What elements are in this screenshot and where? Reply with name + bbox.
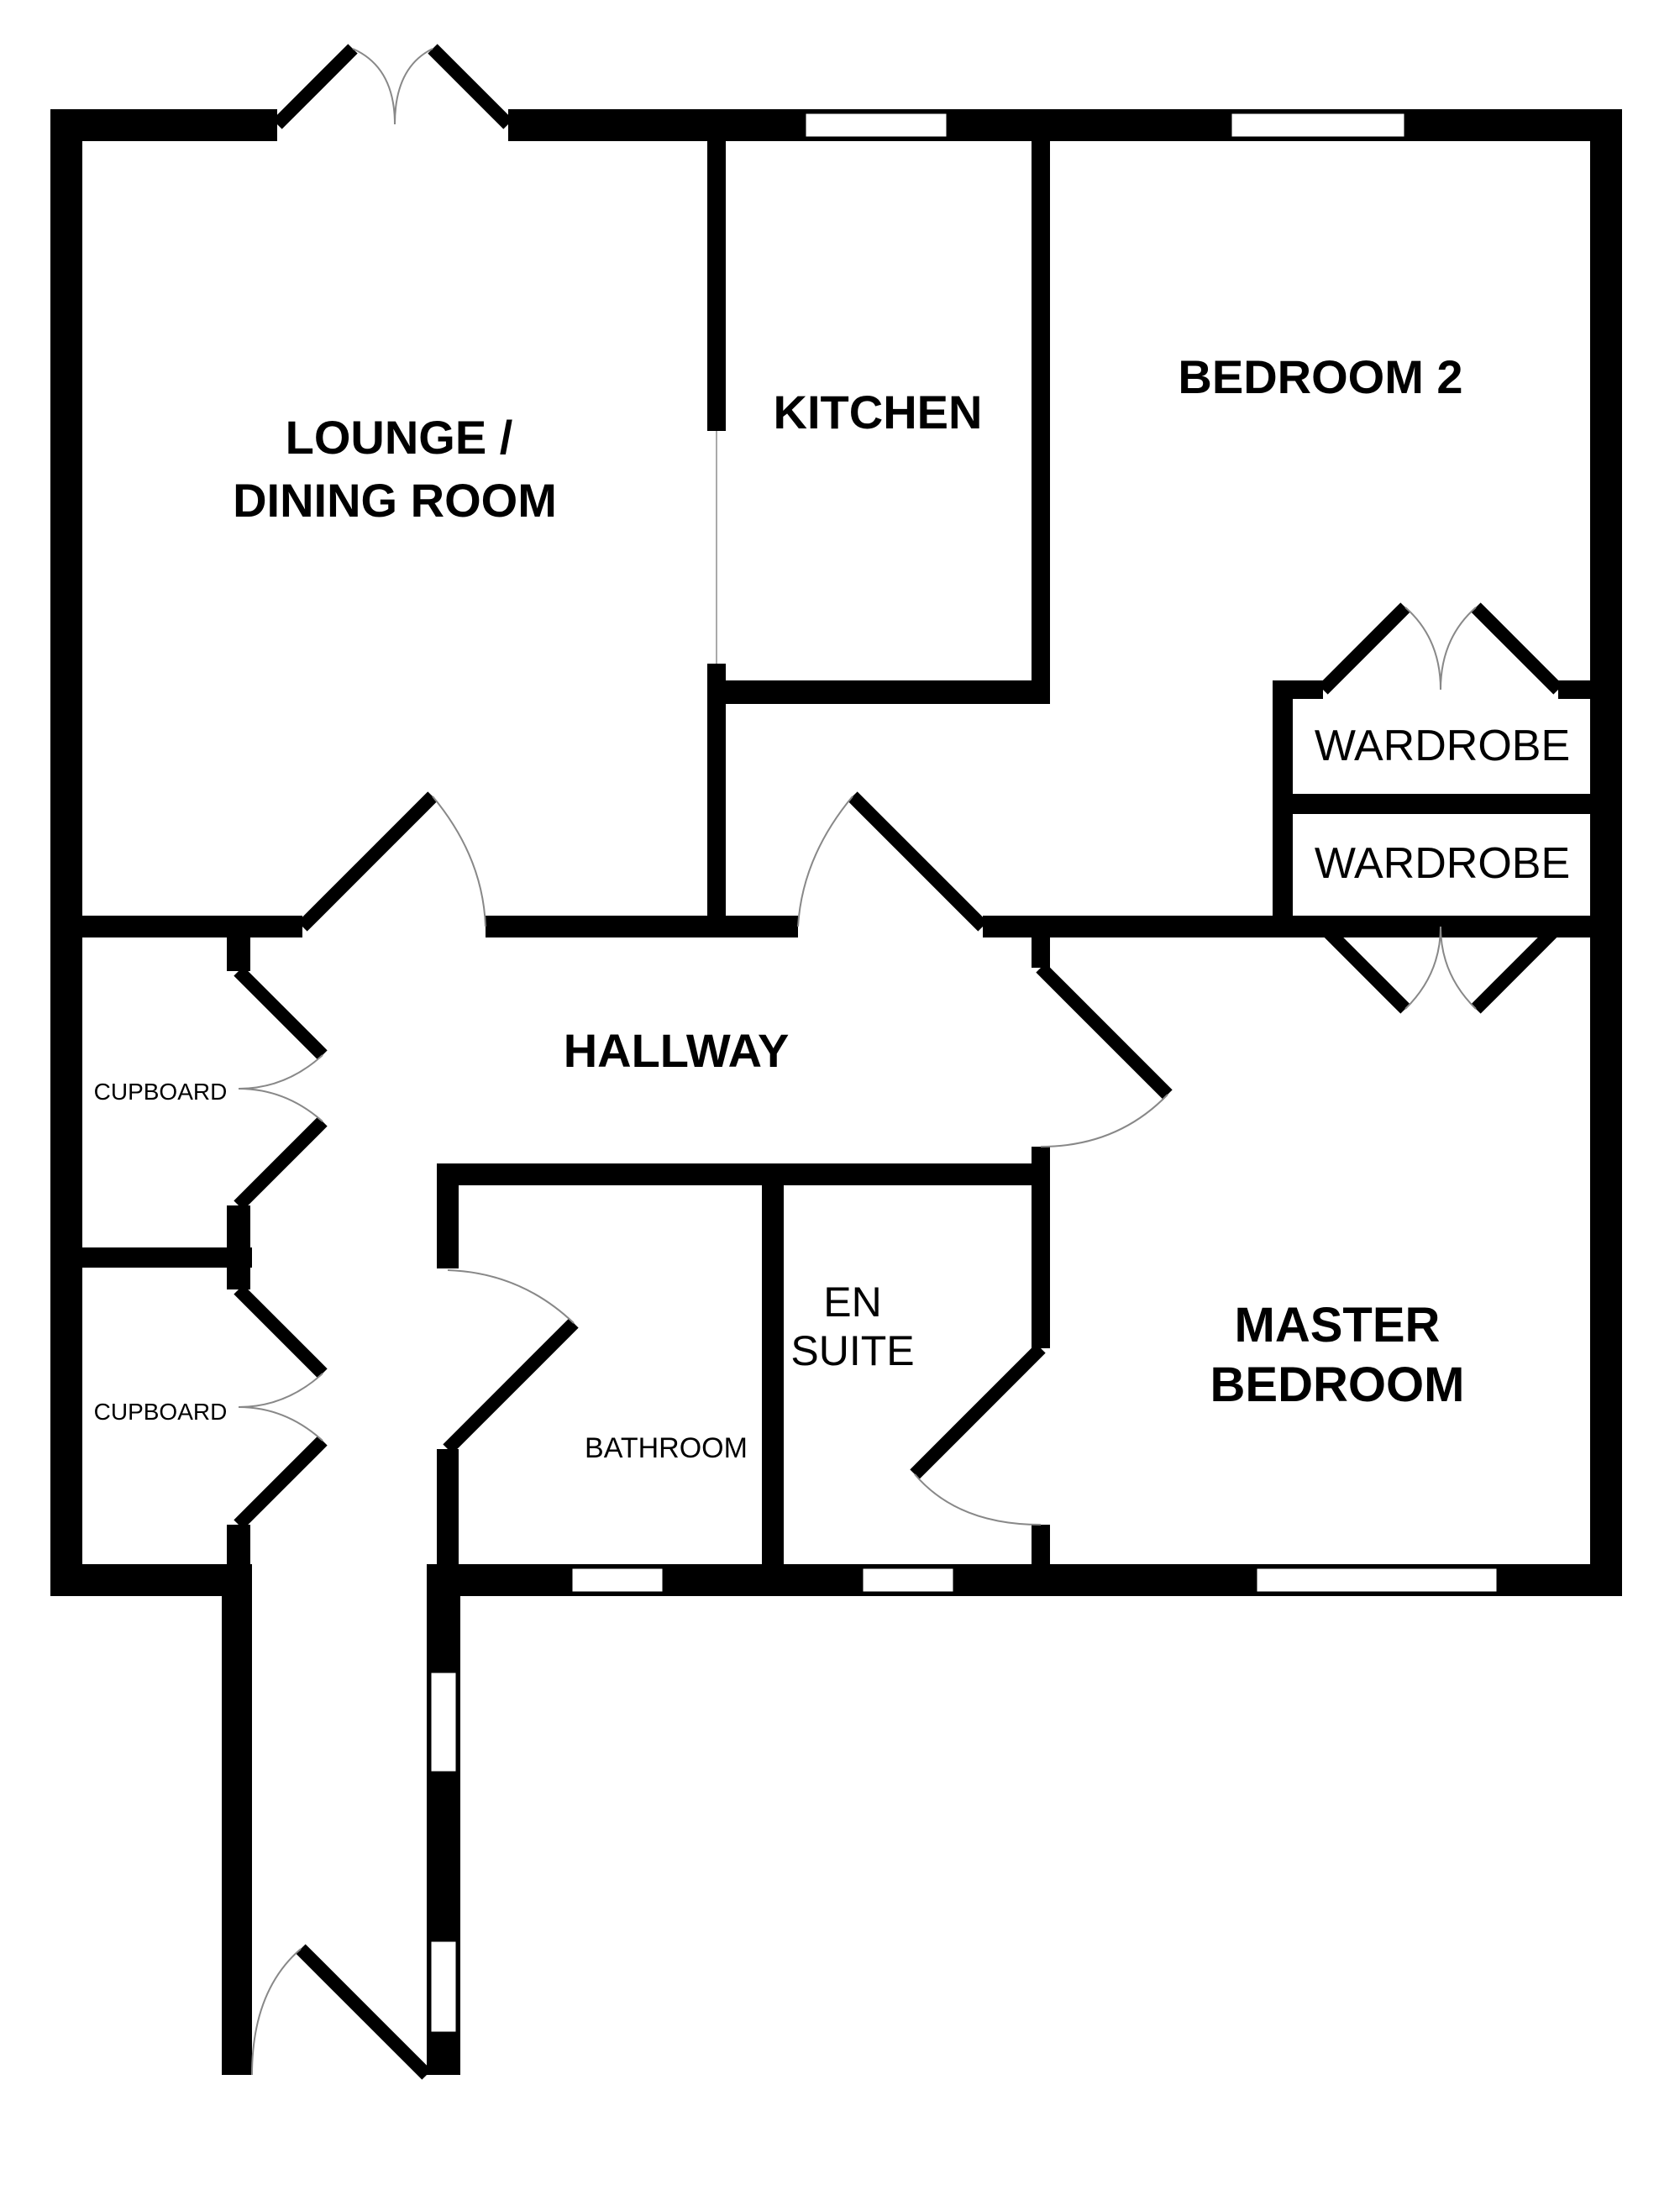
wardrobe-top-doors [1318,602,1563,695]
bedroom2-label: BEDROOM 2 [1178,350,1462,403]
hallway-label: HALLWAY [564,1024,790,1077]
window-corridor-2 [428,1939,459,2035]
master-door [1036,963,1173,1148]
ensuite-label-line2: SUITE [790,1327,914,1374]
wardrobe-top-label: WARDROBE [1315,722,1570,770]
lounge-label-line2: DINING ROOM [233,474,557,527]
windows [428,111,1499,2035]
window-corridor-1 [428,1670,459,1774]
wardrobe-bottom-doors [1318,922,1563,1014]
master-label-line2: BEDROOM [1210,1358,1465,1412]
window-master [1254,1566,1499,1594]
bedroom2-door [797,791,988,932]
cupboard-bottom-doors [234,1284,328,1530]
window-bedroom2 [1229,111,1407,139]
cupboard-bottom-label: CUPBOARD [94,1399,228,1425]
window-bathroom [570,1566,665,1594]
bathroom-label: BATHROOM [585,1432,748,1464]
window-ensuite [860,1566,956,1594]
cupboard-top-doors [234,966,328,1211]
master-label-line1: MASTER [1235,1298,1441,1352]
entrance-door [251,1944,432,2080]
lounge-door [297,791,486,932]
bathroom-door [443,1269,579,1454]
ensuite-door [910,1343,1046,1526]
window-kitchen [803,111,949,139]
wardrobe-bottom-label: WARDROBE [1315,839,1570,888]
cupboard-top-label: CUPBOARD [94,1079,228,1105]
lounge-french-door [272,44,513,129]
doors [234,44,1563,2080]
kitchen-label: KITCHEN [774,386,983,439]
ensuite-label-line1: EN [823,1279,881,1326]
lounge-label-line1: LOUNGE / [286,411,513,464]
